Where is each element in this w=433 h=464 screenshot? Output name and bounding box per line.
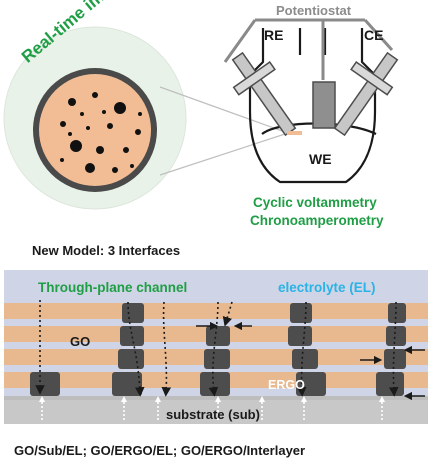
particle-dot	[68, 132, 72, 136]
substrate-top-band	[4, 396, 428, 400]
ergo-block	[120, 326, 144, 346]
through-plane-label: Through-plane channel	[38, 280, 188, 295]
particle-dot	[107, 123, 113, 129]
ion-path-arrow	[208, 301, 219, 397]
projection-line-bottom	[159, 133, 286, 176]
particle-dots	[60, 92, 142, 173]
substrate-arrowhead	[215, 396, 221, 402]
ergo-block	[30, 372, 60, 396]
working-electrode-label: WE	[309, 151, 332, 167]
particle-dot	[80, 112, 84, 116]
ergo-block	[386, 326, 406, 346]
gap-markers	[196, 321, 425, 401]
imaging-circle	[3, 26, 187, 210]
particle-dot	[85, 163, 95, 173]
substrate-arrows	[39, 396, 385, 420]
electrolyte-label: electrolyte (EL)	[278, 280, 376, 295]
substrate-label: substrate (sub)	[166, 407, 260, 422]
particle-dot	[60, 158, 64, 162]
ergo-block	[288, 326, 312, 346]
ion-path-arrow	[222, 301, 233, 327]
ergo-block	[200, 372, 230, 396]
particle-dot	[68, 98, 76, 106]
ergo-label: ERGO	[268, 378, 305, 392]
ergo-block	[112, 372, 142, 396]
reference-electrode-label: RE	[264, 27, 284, 43]
method-chronoamperometry: Chronoamperometry	[250, 213, 384, 228]
ergo-block	[122, 303, 144, 323]
go-layer	[4, 303, 428, 319]
ergo-block	[376, 372, 404, 396]
substrate-arrowhead	[39, 396, 45, 402]
ion-path-arrow	[127, 301, 145, 397]
ion-path-arrow	[388, 301, 399, 397]
ergo-block	[118, 349, 144, 369]
counter-electrode-label: CE	[364, 27, 384, 43]
ergo-block	[292, 349, 318, 369]
go-label: GO	[70, 334, 91, 349]
particle-dot	[92, 92, 98, 98]
ion-path-arrow	[296, 301, 307, 397]
layer-model	[4, 270, 428, 424]
ergo-block	[204, 349, 230, 369]
particle-dot	[114, 102, 126, 114]
ion-path-arrows	[35, 300, 399, 397]
counter-electrode	[333, 51, 399, 137]
particle-dot	[130, 164, 134, 168]
particle-dot	[102, 110, 106, 114]
ergo-block	[290, 303, 312, 323]
particle-dot	[60, 121, 66, 127]
projection-line-top	[159, 86, 286, 133]
reference-electrode	[231, 51, 297, 137]
substrate-arrowhead	[121, 396, 127, 402]
particle-dot	[96, 146, 104, 154]
ergo-block	[388, 303, 406, 323]
substrate-arrowhead	[155, 396, 161, 402]
method-cyclic-voltammetry: Cyclic voltammetry	[253, 195, 377, 210]
particle-dot	[112, 167, 118, 173]
particle-dot	[70, 140, 82, 152]
particle-dot	[135, 129, 141, 135]
working-electrode	[312, 81, 336, 129]
substrate-arrowhead	[259, 396, 265, 402]
potentiostat-label: Potentiostat	[276, 3, 352, 18]
substrate-arrowhead	[301, 396, 307, 402]
substrate-arrowhead	[379, 396, 385, 402]
potentiostat-wires	[223, 18, 394, 80]
particle-dot	[138, 112, 142, 116]
particle-dot	[86, 126, 90, 130]
ergo-block	[206, 326, 230, 346]
interfaces-footer: GO/Sub/EL; GO/ERGO/EL; GO/ERGO/Interlaye…	[14, 443, 306, 458]
ion-path-arrow	[161, 301, 172, 397]
particle-dot	[123, 147, 129, 153]
ergo-block	[384, 349, 406, 369]
model-heading: New Model: 3 Interfaces	[32, 243, 181, 258]
